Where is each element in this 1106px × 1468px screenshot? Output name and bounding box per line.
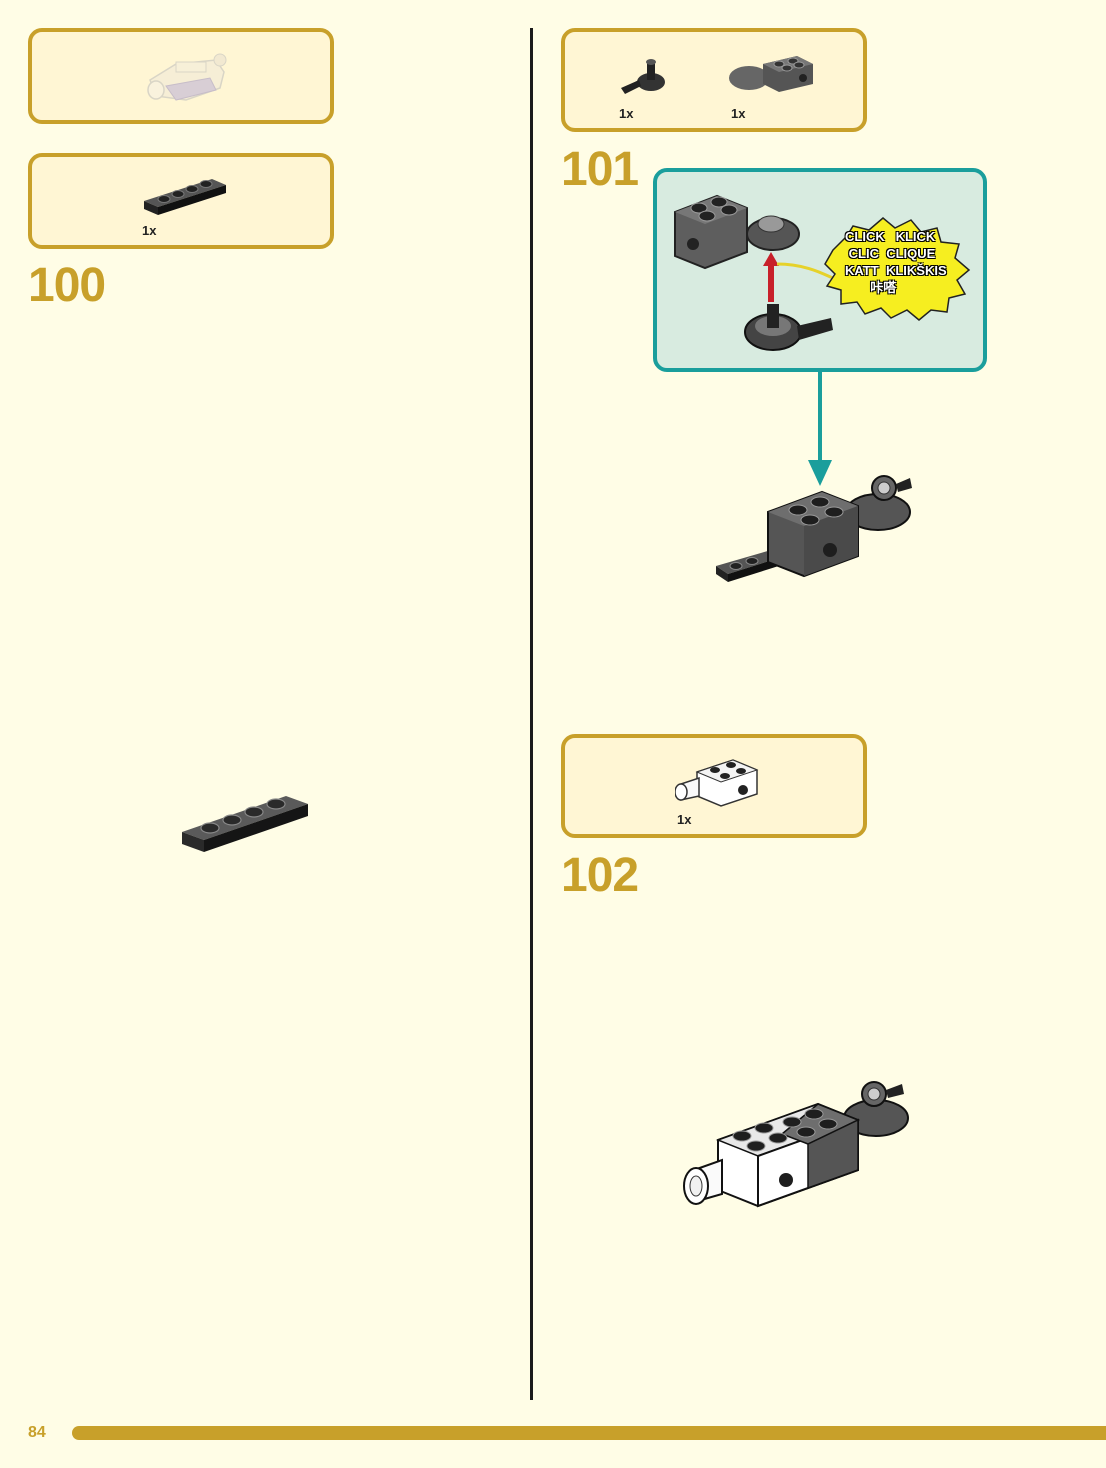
plate-1x4-icon bbox=[144, 179, 226, 215]
callout-connector-arrow bbox=[808, 370, 832, 486]
part-quantity: 1x bbox=[731, 106, 746, 121]
click-callout: CLICK KLICK CLIC CLIQUE KATT KLIKŠKIS 咔嗒 bbox=[653, 168, 987, 372]
click-word: KLIKŠKIS bbox=[885, 263, 947, 278]
step-100-plate-illustration bbox=[182, 796, 308, 852]
callout-ball-joint-icon bbox=[744, 304, 833, 351]
callout-arrow-icon bbox=[763, 252, 779, 302]
part-quantity: 1x bbox=[619, 106, 634, 121]
previous-assembly-box bbox=[28, 28, 334, 124]
parts-box-step-101: 1x 1x bbox=[561, 28, 867, 132]
brick-with-pin-icon bbox=[675, 759, 759, 807]
click-word: 咔嗒 bbox=[870, 280, 897, 295]
step-number-101: 101 bbox=[561, 143, 639, 196]
parts-box-step-100: 1x bbox=[28, 153, 334, 249]
part-quantity: 1x bbox=[677, 812, 692, 827]
click-word: CLICK bbox=[845, 229, 885, 244]
part-quantity: 1x bbox=[142, 223, 157, 238]
click-word: CLIC bbox=[848, 246, 879, 261]
column-divider bbox=[530, 28, 533, 1400]
step-number-102: 102 bbox=[561, 849, 639, 902]
click-starburst-icon bbox=[777, 217, 971, 321]
click-word: KLICK bbox=[895, 229, 936, 244]
page-number: 84 bbox=[28, 1424, 46, 1441]
callout-brick-icon bbox=[674, 194, 800, 270]
step-101-assembly-illustration bbox=[716, 475, 912, 582]
step-102-assembly-illustration bbox=[683, 1081, 909, 1208]
click-word: KATT bbox=[845, 263, 879, 278]
brick-with-socket-icon bbox=[729, 56, 813, 92]
ball-joint-icon bbox=[621, 59, 665, 94]
step-number-100: 100 bbox=[28, 259, 106, 312]
footer-bar bbox=[72, 1426, 1106, 1440]
previous-assembly-ghost-icon bbox=[147, 53, 227, 101]
click-word: CLIQUE bbox=[886, 246, 936, 261]
click-words: CLICK KLICK CLIC CLIQUE KATT KLIKŠKIS 咔嗒 bbox=[845, 228, 965, 296]
parts-box-step-102: 1x bbox=[561, 734, 867, 838]
